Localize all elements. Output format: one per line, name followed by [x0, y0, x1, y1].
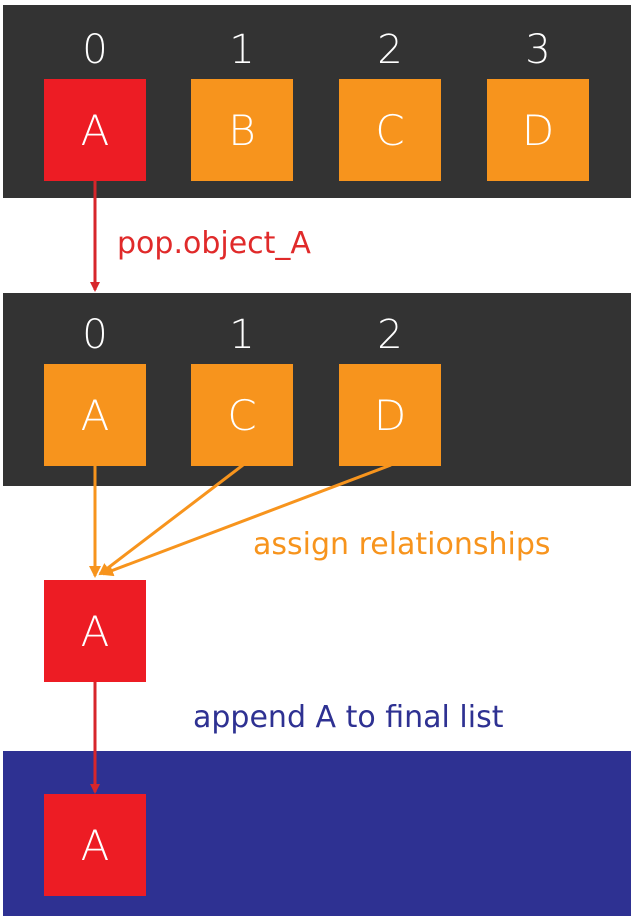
- list-item-selected: A: [44, 79, 146, 181]
- remaining-list-panel: 0 1 2 A C D: [3, 293, 631, 486]
- append-step-label: append A to final list: [193, 700, 504, 735]
- assign-step-label: assign relationships: [253, 527, 551, 562]
- index-label: 0: [82, 312, 108, 358]
- list-item: C: [191, 364, 293, 466]
- index-label: 2: [377, 27, 403, 73]
- list-item: B: [191, 79, 293, 181]
- index-label: 1: [229, 312, 255, 358]
- final-list-item: A: [44, 794, 146, 896]
- initial-list-panel: 0 1 2 3 A B C D: [3, 5, 631, 198]
- list-item: D: [487, 79, 589, 181]
- index-label: 3: [525, 27, 551, 73]
- popped-object-box: A: [44, 580, 146, 682]
- list-item: A: [44, 364, 146, 466]
- index-label: 2: [377, 312, 403, 358]
- pop-step-label: pop.object_A: [117, 226, 311, 261]
- final-list-panel: A: [3, 751, 631, 916]
- list-item: D: [339, 364, 441, 466]
- list-item: C: [339, 79, 441, 181]
- index-label: 1: [229, 27, 255, 73]
- index-label: 0: [82, 27, 108, 73]
